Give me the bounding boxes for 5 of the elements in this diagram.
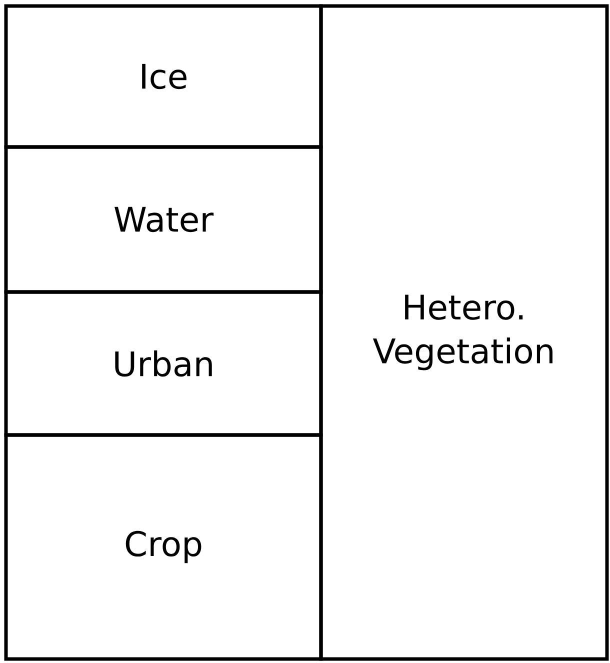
class-cell: Hetero. Vegetation [319,4,609,661]
class-cell: Ice [4,4,323,149]
class-cell: Urban [4,290,323,437]
class-cell: Crop [4,433,323,661]
class-cell: Water [4,145,323,294]
